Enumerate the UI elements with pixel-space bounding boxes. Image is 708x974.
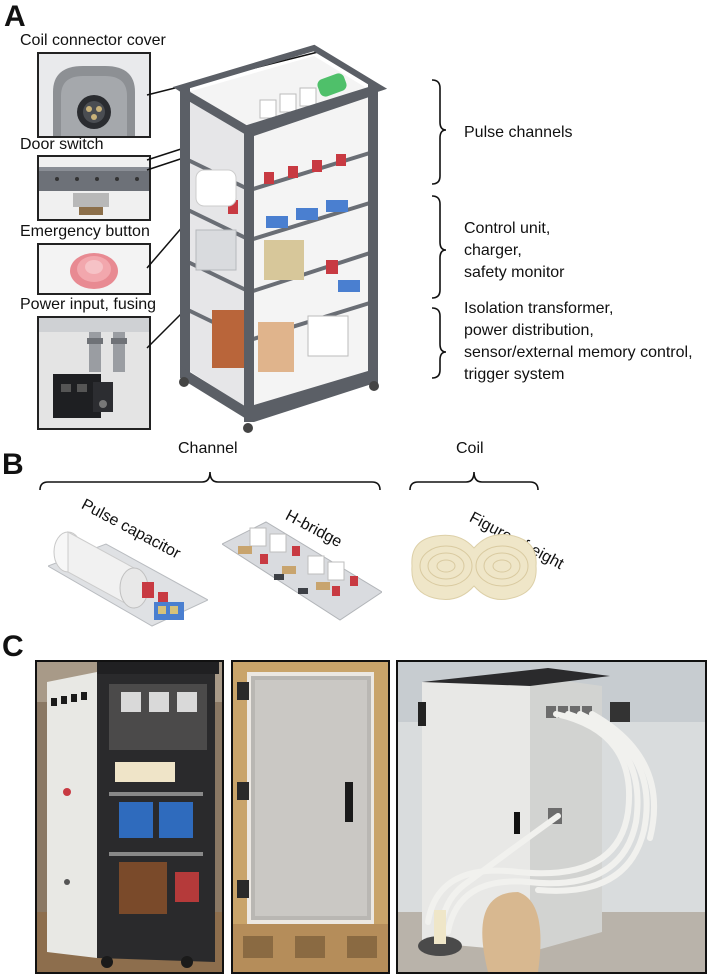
group-brackets: [431, 79, 447, 379]
inset-label-power-input-fusing: Power input, fusing: [20, 296, 157, 313]
inset-power-input-fusing: [37, 316, 151, 430]
group-label-control-unit: Control unit, charger, safety monitor: [464, 220, 565, 281]
inset-label-door-switch: Door switch: [20, 136, 104, 153]
photo-open-cabinet: [35, 660, 224, 974]
panel-letter-a: A: [4, 0, 26, 33]
inset-emergency-button: [37, 243, 151, 295]
cabinet-with-cables-photo: [398, 662, 705, 972]
h-bridge-illustration: [222, 521, 382, 621]
group-label-pulse-channels: Pulse channels: [464, 124, 573, 141]
emergency-button-illustration: [39, 245, 149, 293]
coil-connector-cover-illustration: [39, 54, 149, 136]
panel-b-brackets: [39, 471, 539, 491]
open-cabinet-photo: [37, 662, 222, 972]
door-switch-illustration: [39, 157, 149, 219]
power-input-illustration: [39, 318, 149, 428]
panel-letter-b: B: [2, 448, 24, 481]
photo-crated-cabinet: [231, 660, 390, 974]
pulse-capacitor-illustration: [48, 531, 208, 627]
group-label-isolation-transformer: Isolation transformer, power distributio…: [464, 300, 693, 383]
inset-label-coil-connector-cover: Coil connector cover: [20, 32, 166, 49]
photo-cabinet-with-cables: [396, 660, 707, 974]
inset-coil-connector-cover: [37, 52, 151, 138]
panel-letter-c: C: [2, 630, 24, 663]
channel-label: Channel: [178, 440, 238, 457]
figure-of-eight-coil-illustration: [411, 534, 537, 600]
inset-label-emergency-button: Emergency button: [20, 223, 150, 240]
crated-cabinet-photo: [233, 662, 388, 972]
coil-label: Coil: [456, 440, 484, 457]
inset-door-switch: [37, 155, 151, 221]
cabinet-rendering: [172, 44, 388, 433]
